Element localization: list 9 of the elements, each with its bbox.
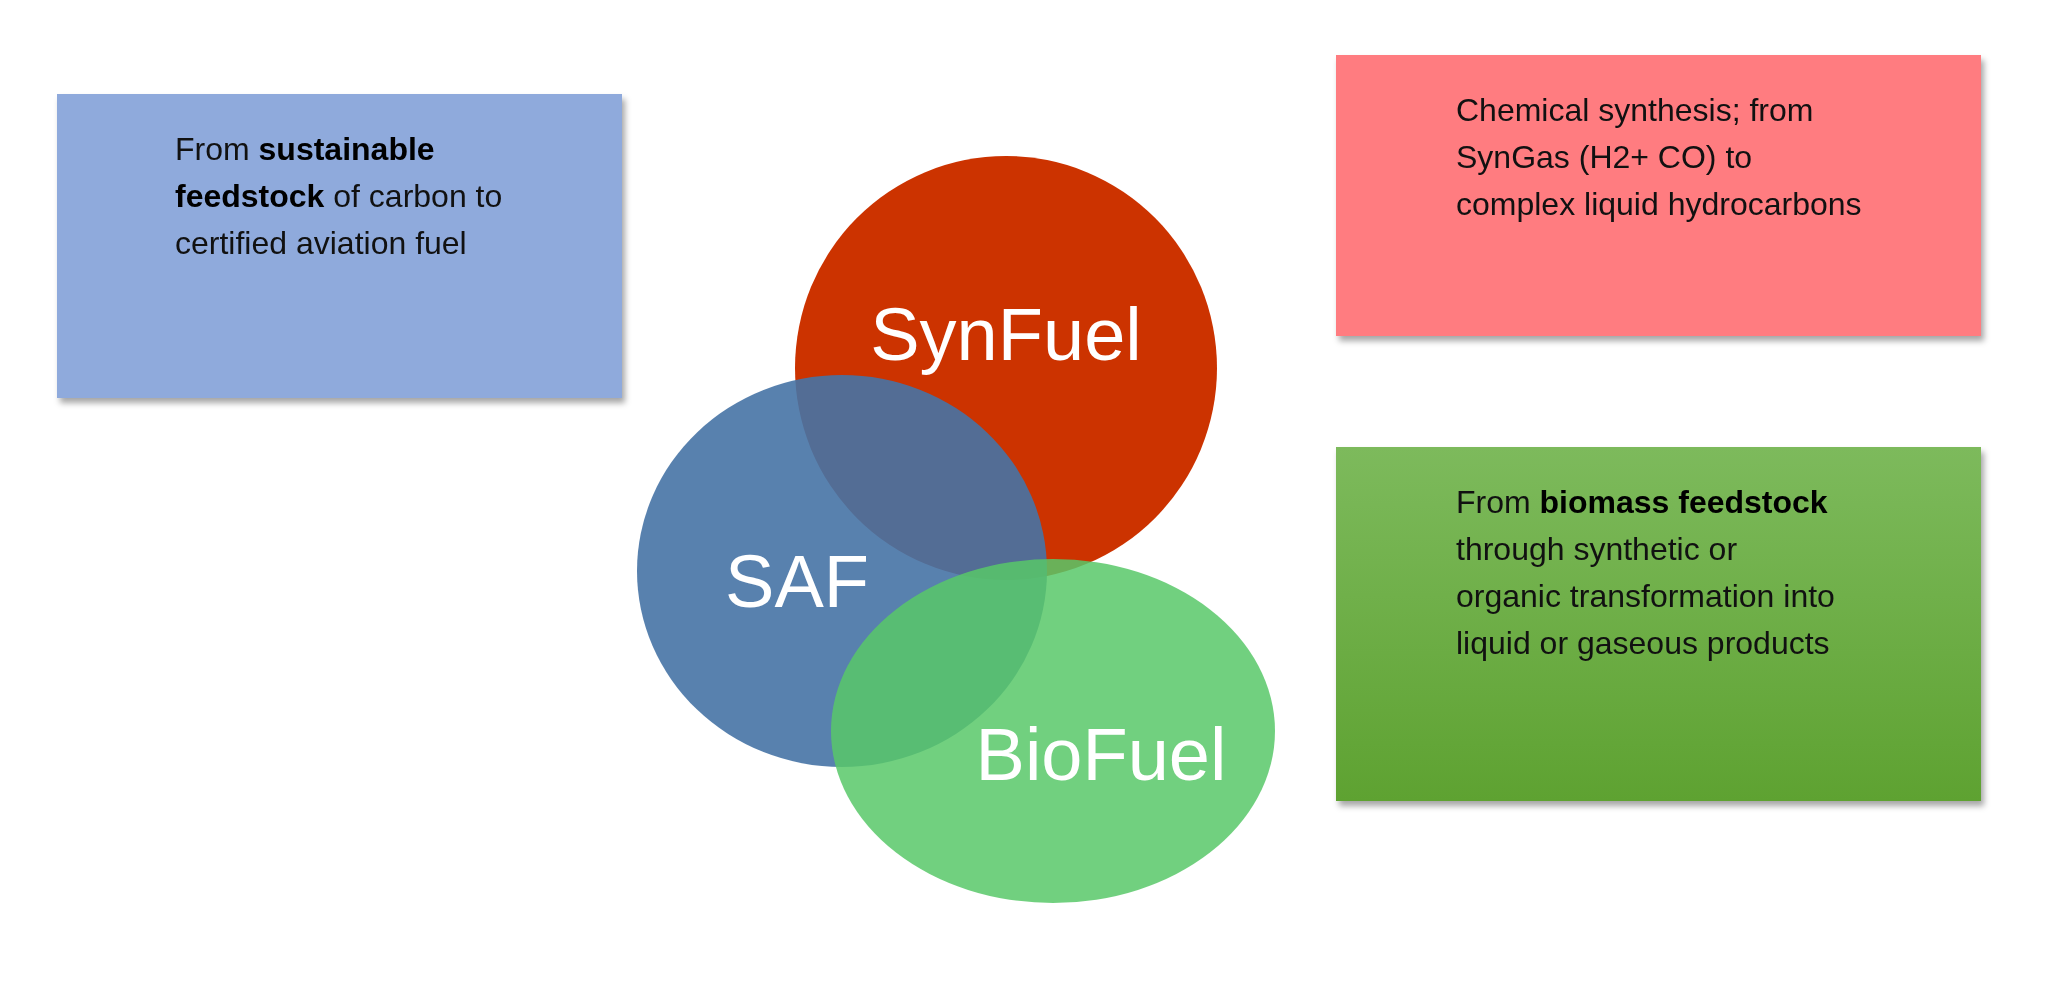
circle-label: SAF <box>725 538 869 624</box>
description-text: From sustainable feedstock of carbon to certified aviation fuel <box>175 130 504 263</box>
circle-label: BioFuel <box>975 711 1227 797</box>
text-panel <box>1336 447 1981 801</box>
text-panel <box>1336 55 1981 336</box>
circle-label: SynFuel <box>870 291 1142 377</box>
description-text: From biomass feedstock through synthetic or organic transformation into liquid or gaseous products <box>1456 483 1836 663</box>
description-text: Chemical synthesis; from SynGas (H2+ CO) to complex liquid hydrocarbons <box>1456 91 1863 224</box>
text-panel <box>57 94 622 398</box>
